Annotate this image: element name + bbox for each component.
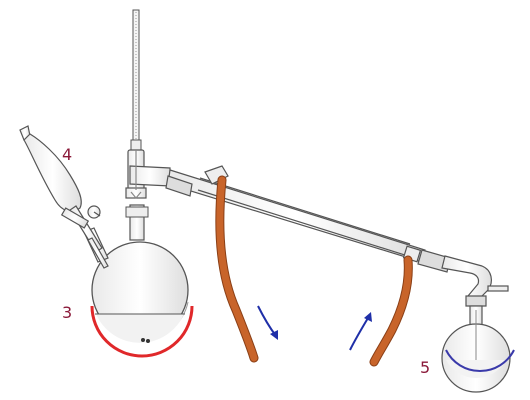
distillation-head [125,149,171,199]
receiver-flask [441,305,511,393]
label-receiver: 5 [420,358,431,377]
heating-mantle [90,305,194,358]
receiver-adapter [441,255,509,307]
receiver-bath [445,349,515,372]
label-dropping-funnel: 4 [62,145,73,164]
curved-arrow-down-icon [257,305,278,340]
thermometer [130,9,142,151]
round-bottom-flask [83,204,189,343]
liebig-condenser [165,165,451,273]
curved-arrow-up-icon [349,312,372,351]
dropping-funnel [19,125,109,269]
label-heating-mantle: 3 [62,303,73,322]
